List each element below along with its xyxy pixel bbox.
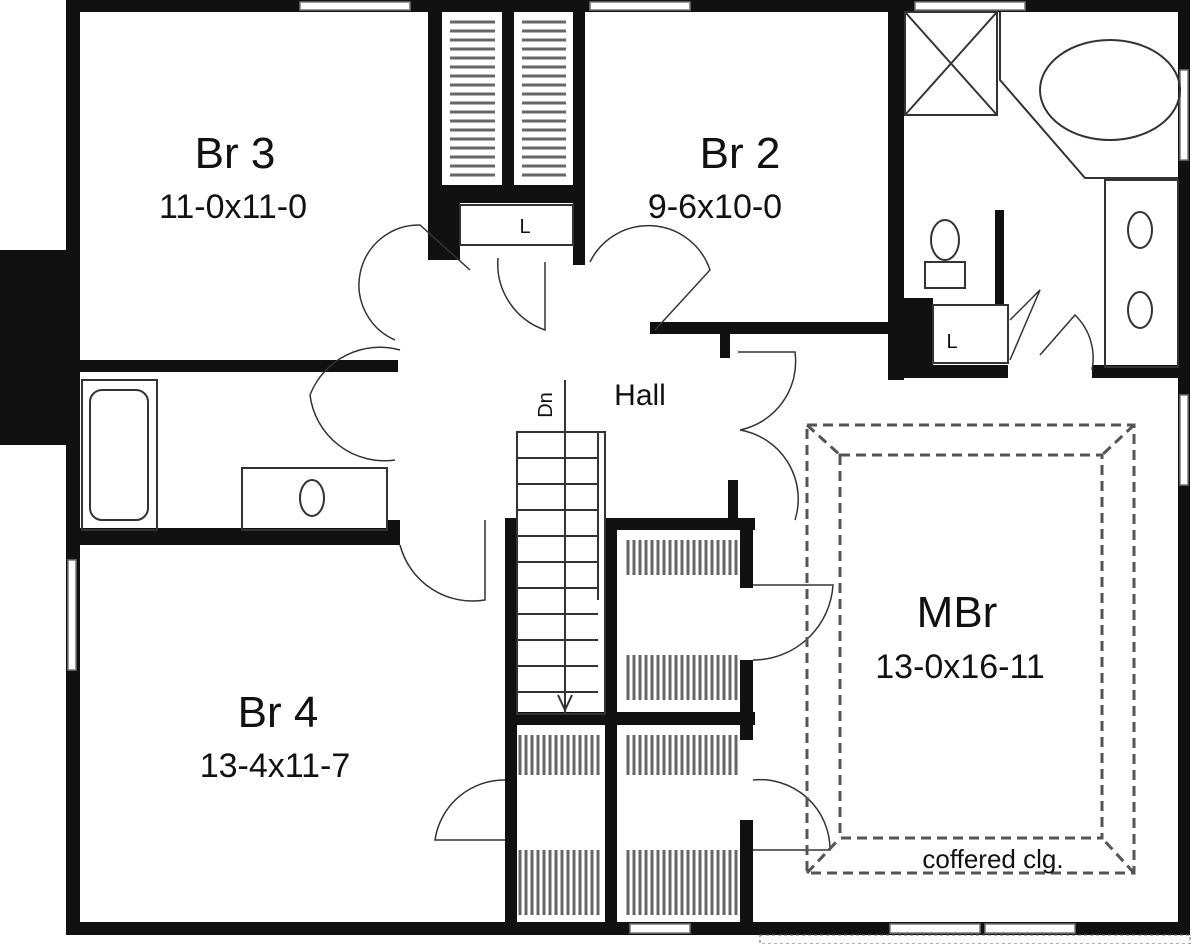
room-size-br3: 11-0x11-0 [159, 188, 307, 226]
chimney [0, 250, 70, 445]
doors[interactable] [309, 224, 1094, 851]
bathtub-master [999, 12, 1181, 179]
interior-walls [78, 10, 1182, 925]
room-name-br4: Br 4 [238, 688, 319, 737]
linen-label-bath: L [946, 331, 957, 353]
coffered-ceiling [805, 423, 1136, 875]
room-size-br2: 9-6x10-0 [648, 188, 782, 226]
vanity-master [1104, 179, 1179, 368]
room-name-br2: Br 2 [700, 129, 781, 178]
linen-label-hall: L [519, 216, 530, 238]
room-size-mbr: 13-0x16-11 [875, 648, 1045, 686]
toilet-master [924, 219, 966, 289]
hall-bath-fixtures [81, 379, 388, 531]
ceiling-note: coffered clg. [922, 844, 1063, 874]
room-name-br3: Br 3 [195, 129, 276, 178]
linen-closet-hall [459, 204, 574, 246]
room-name-mbr: MBr [917, 588, 998, 637]
room-size-br4: 13-4x11-7 [200, 747, 351, 785]
closet-shelving [450, 20, 738, 915]
windows [67, 1, 1191, 944]
stairs-down-label: Dn [535, 392, 557, 418]
room-name-hall: Hall [614, 379, 666, 412]
shower-stall [904, 11, 998, 116]
linen-closet-bath [932, 304, 1009, 364]
staircase[interactable] [516, 380, 606, 715]
